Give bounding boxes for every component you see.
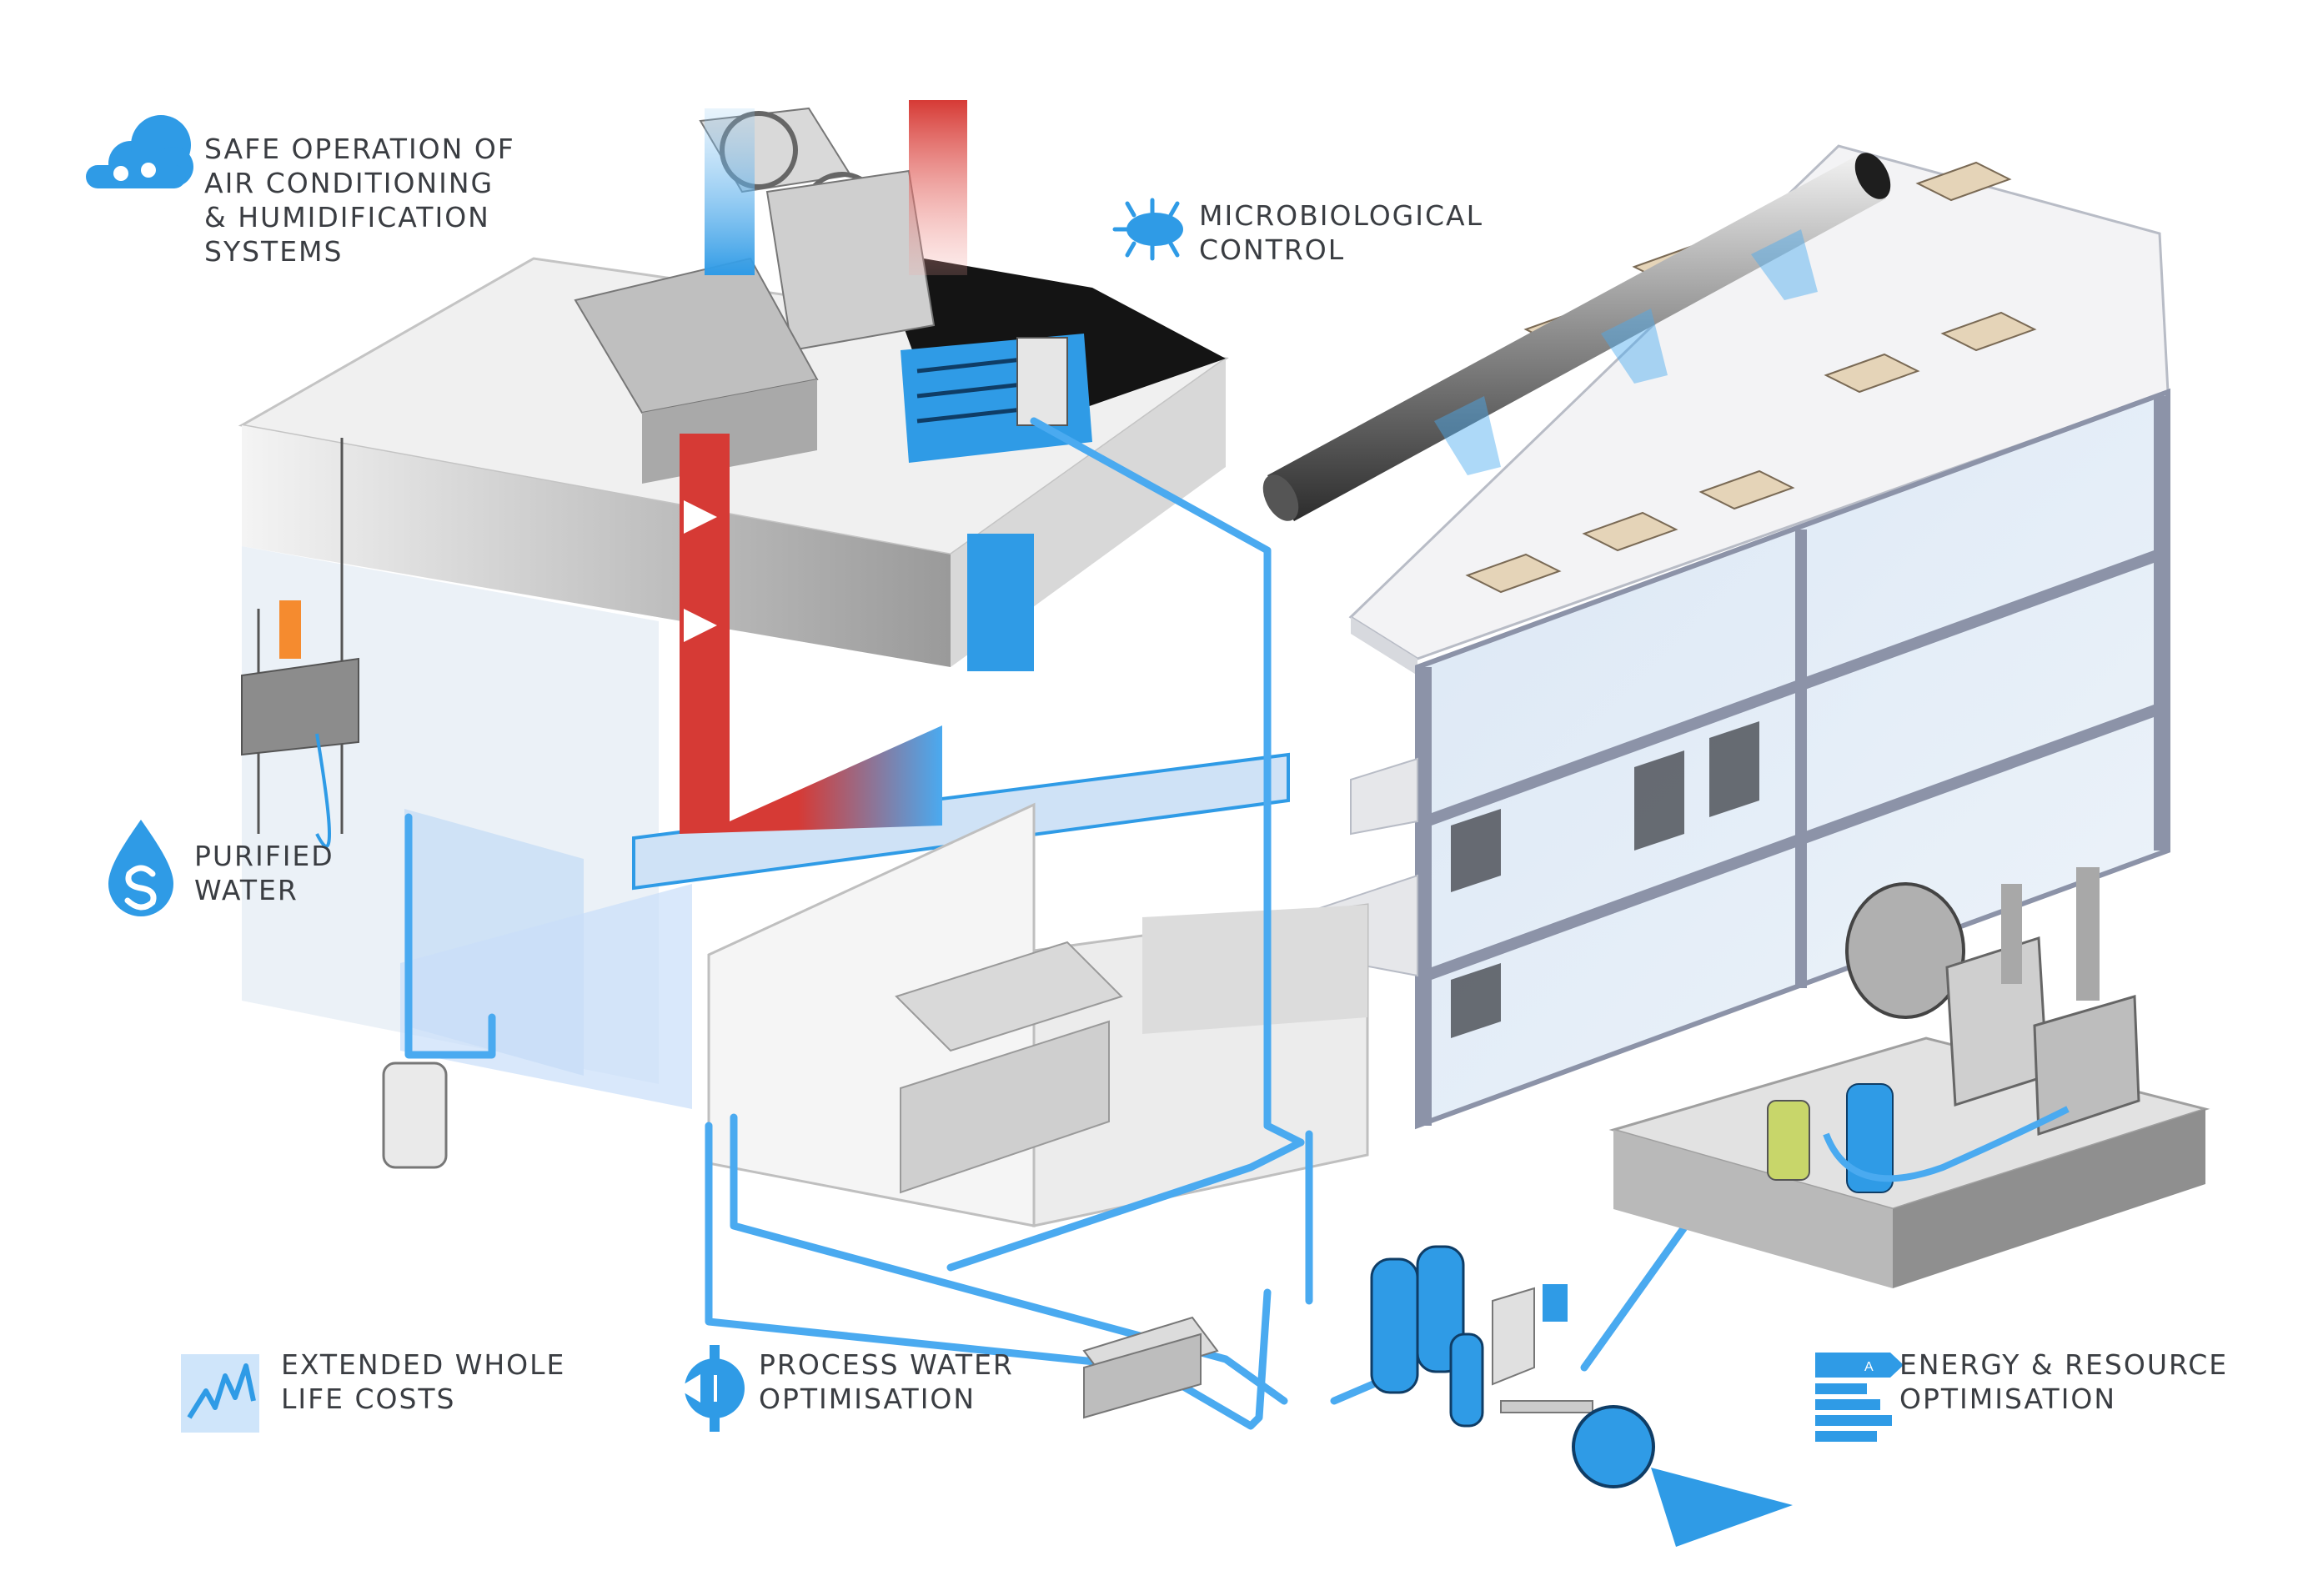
energy-rating-icon: A — [1815, 1353, 1904, 1442]
process-water-label: PROCESS WATER OPTIMISATION — [759, 1348, 1014, 1415]
purified-water-label: PURIFIED WATER — [194, 840, 334, 906]
water-treatment-skid — [382, 1061, 1793, 1547]
boiler-plant — [1608, 867, 2210, 1288]
exhaust-air-stack — [909, 100, 967, 275]
bacteria-icon — [1112, 198, 1183, 261]
energy-rating-letter: A — [1864, 1360, 1874, 1374]
ventilation-duct — [1262, 153, 1891, 521]
process-valve-icon — [677, 1345, 745, 1432]
supply-return-duct — [680, 434, 942, 834]
whole-life-costs-label: EXTENDED WHOLE LIFE COSTS — [281, 1348, 566, 1415]
air-conditioning-label: SAFE OPERATION OF AIR CONDITIONING & HUM… — [204, 133, 515, 268]
water-pipe-network — [404, 417, 1713, 1430]
microbiological-control-label: MICROBIOLOGICAL CONTROL — [1199, 199, 1483, 266]
cloud-icon — [86, 115, 193, 188]
cost-chart-icon — [181, 1354, 259, 1433]
plant-building — [238, 100, 1369, 1227]
energy-resource-label: ENERGY & RESOURCE OPTIMISATION — [1899, 1348, 2229, 1415]
office-building — [1262, 144, 2170, 1130]
water-drop-icon — [108, 820, 173, 916]
fresh-air-intake — [705, 108, 755, 275]
gondola-cradle — [241, 438, 359, 848]
rooftop-water-treatment-unit — [901, 334, 1092, 463]
